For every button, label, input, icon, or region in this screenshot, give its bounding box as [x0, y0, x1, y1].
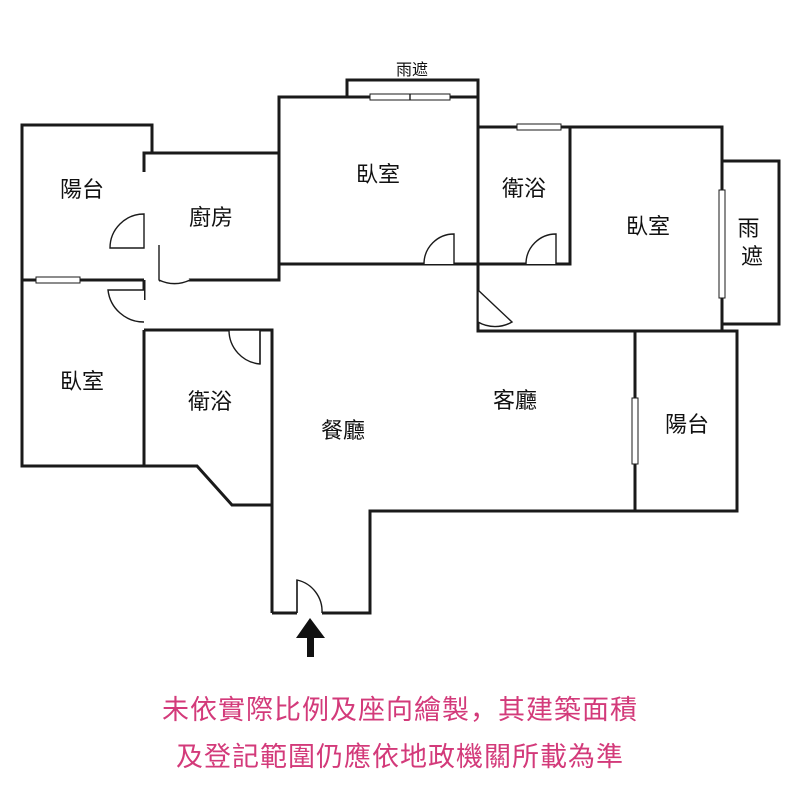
kitchen-wall: [142, 151, 281, 282]
label-balcony-east: 陽台: [665, 413, 709, 438]
floor-plan: 雨遮 陽台 廚房 臥室 衛浴 臥室 雨 遮 臥室 衛浴 餐廳 客廳 陽台: [20, 60, 781, 657]
label-canopy-east: 雨 遮: [737, 217, 766, 270]
label-living-room: 客廳: [493, 389, 537, 414]
label-canopy-east-char1: 雨: [737, 217, 759, 242]
label-balcony-nw: 陽台: [60, 178, 104, 203]
label-bathroom-lower: 衛浴: [188, 390, 232, 415]
label-kitchen: 廚房: [189, 206, 233, 231]
windows: [35, 93, 726, 478]
door-bathroom-lower: [228, 329, 261, 365]
bathroom-lower-diagonal: [144, 464, 272, 507]
label-bedroom-east: 臥室: [626, 215, 670, 240]
door-entrance: [296, 579, 323, 614]
door-bedroom-east: [477, 288, 514, 328]
up-arrow-icon: [296, 618, 325, 657]
bedroom-east-wall: [476, 125, 724, 333]
label-canopy-east-char2: 遮: [741, 245, 763, 270]
bathroom-lower-wall: [144, 328, 274, 613]
dining-bottom-wall: [322, 509, 635, 615]
window-east-balcony: [631, 397, 639, 465]
disclaimer-line-2: 及登記範圍仍應依地政機關所載為準: [176, 742, 624, 773]
label-dining-room: 餐廳: [321, 419, 365, 444]
label-bedroom-west: 臥室: [60, 370, 104, 395]
label-bathroom-upper: 衛浴: [502, 177, 546, 202]
door-bedroom-west: [107, 289, 145, 323]
window-west-bedroom: [35, 276, 81, 284]
disclaimer-line-1: 未依實際比例及座向繪製，其建築面積: [162, 695, 638, 726]
window-bathroom-upper: [516, 123, 562, 131]
canopy-east-wall: [720, 159, 781, 326]
door-bedroom-center: [423, 233, 455, 265]
door-bathroom-upper: [525, 233, 557, 265]
door-balcony-nw: [109, 213, 145, 249]
door-kitchen: [158, 245, 191, 285]
window-east-bedroom: [718, 189, 726, 299]
canopy-top-wall: [345, 78, 480, 97]
label-canopy-top: 雨遮: [396, 60, 428, 79]
label-bedroom-center: 臥室: [356, 163, 400, 188]
doors: [107, 213, 557, 614]
walls: [20, 78, 781, 615]
